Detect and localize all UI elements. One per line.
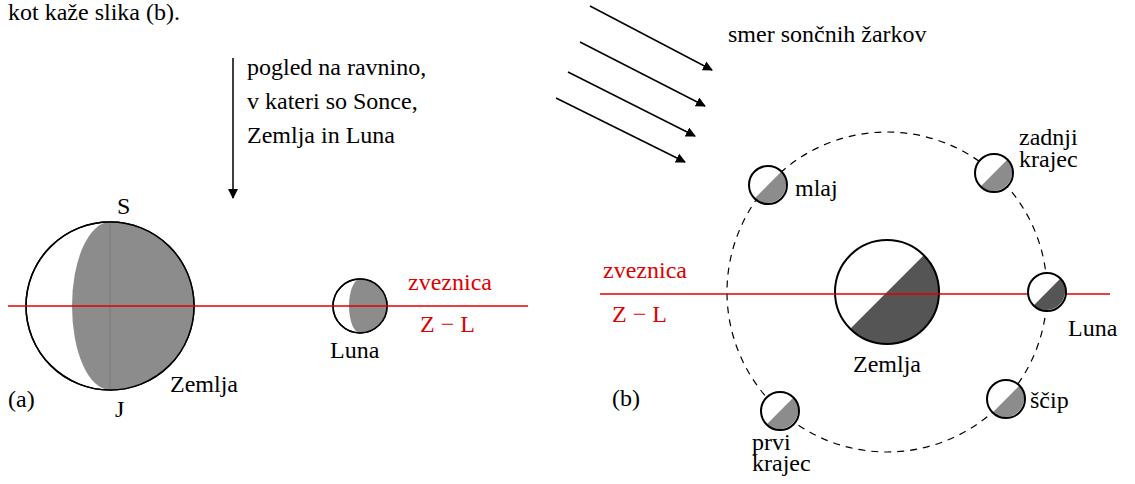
line-label: zveznica	[408, 268, 492, 296]
body-label: Luna	[1068, 314, 1117, 342]
pole-label: J	[115, 395, 124, 423]
phase-label: ščip	[1030, 386, 1069, 414]
phase-label: mlaj	[795, 174, 838, 202]
body-label: Zemlja	[170, 370, 238, 398]
moon-orbit	[727, 132, 1047, 452]
line-label: zveznica	[603, 256, 687, 284]
earth-moon-line	[8, 305, 528, 307]
earth-top-view	[835, 240, 939, 344]
view-note: pogled na ravnino, v kateri so Sonce, Ze…	[247, 50, 441, 152]
panel-label: (b)	[612, 384, 640, 412]
intro-text: kot kaže slika (b).	[8, 0, 180, 26]
line-label: Z − L	[420, 310, 475, 338]
phase-label: zadnji krajec	[1019, 126, 1119, 170]
moon-phases	[749, 154, 1066, 430]
phase-label: prvi krajec	[752, 432, 832, 474]
line-label: Z − L	[612, 300, 667, 328]
body-label: Luna	[330, 336, 379, 364]
view-arrow	[232, 58, 234, 198]
rays-label: smer sončnih žarkov	[728, 20, 927, 48]
sun-rays	[556, 6, 712, 162]
body-label: Zemlja	[853, 350, 921, 378]
pole-label: S	[117, 192, 130, 220]
panel-label: (a)	[8, 385, 35, 413]
